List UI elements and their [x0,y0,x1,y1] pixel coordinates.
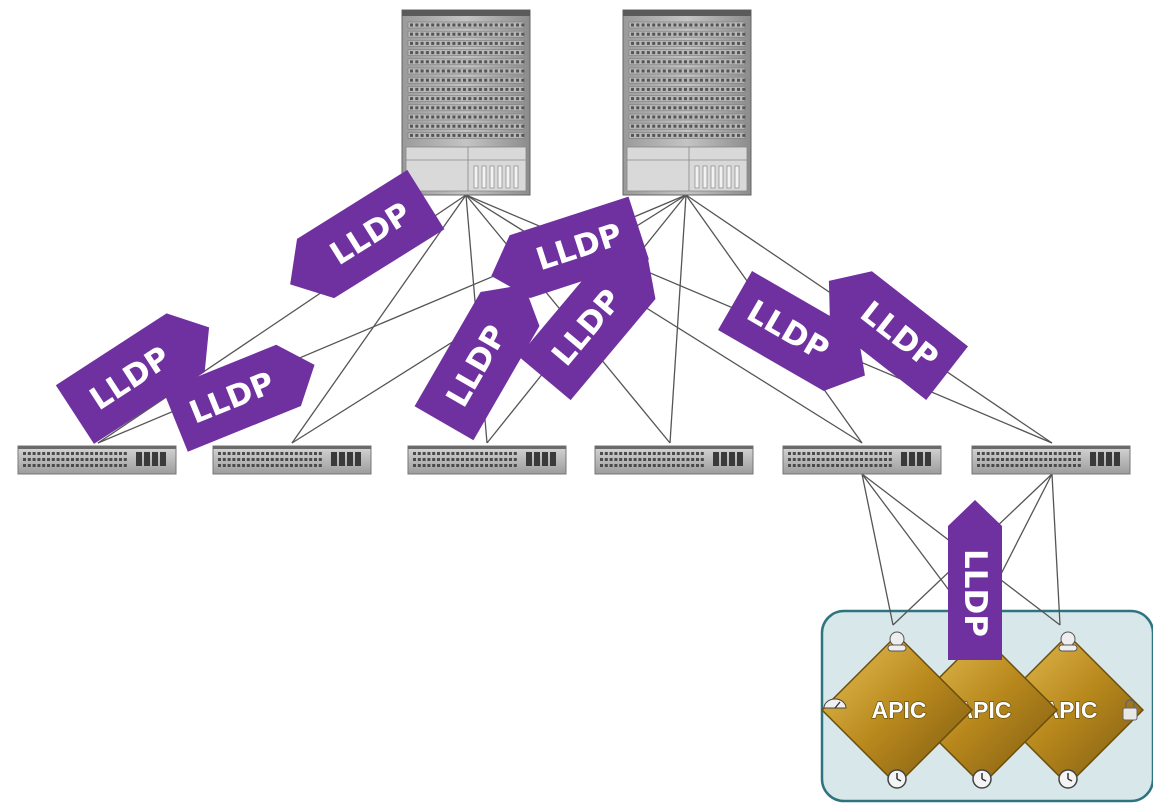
lldp-arrow: LLDP [290,169,445,299]
spine-switches [401,9,752,196]
apic-1: APIC [820,631,974,789]
apic-3: APIC [991,631,1145,789]
lock-icon [1122,707,1138,721]
leaf-switch-2 [212,445,372,475]
lldp-arrow: LLDP [163,344,315,452]
leaf-switch-4 [594,445,754,475]
lldp-label: LLDP [957,549,993,637]
leaf-apic-link [1051,473,1061,626]
lldp-arrow-vertical: LLDP [948,500,1002,660]
spine-leaf-link [291,194,467,444]
spine-leaf-link [669,194,687,444]
apic-2: APIC [905,631,1059,789]
spine-switch-2 [622,9,752,196]
leaf-switch-3 [407,445,567,475]
apic-label: APIC [872,697,927,723]
leaf-switch-6 [971,445,1131,475]
spine-switch-1 [401,9,531,196]
leaf-switches [17,445,1131,475]
leaf-switch-1 [17,445,177,475]
leaf-switch-5 [782,445,942,475]
leaf-apic-link [861,473,894,626]
